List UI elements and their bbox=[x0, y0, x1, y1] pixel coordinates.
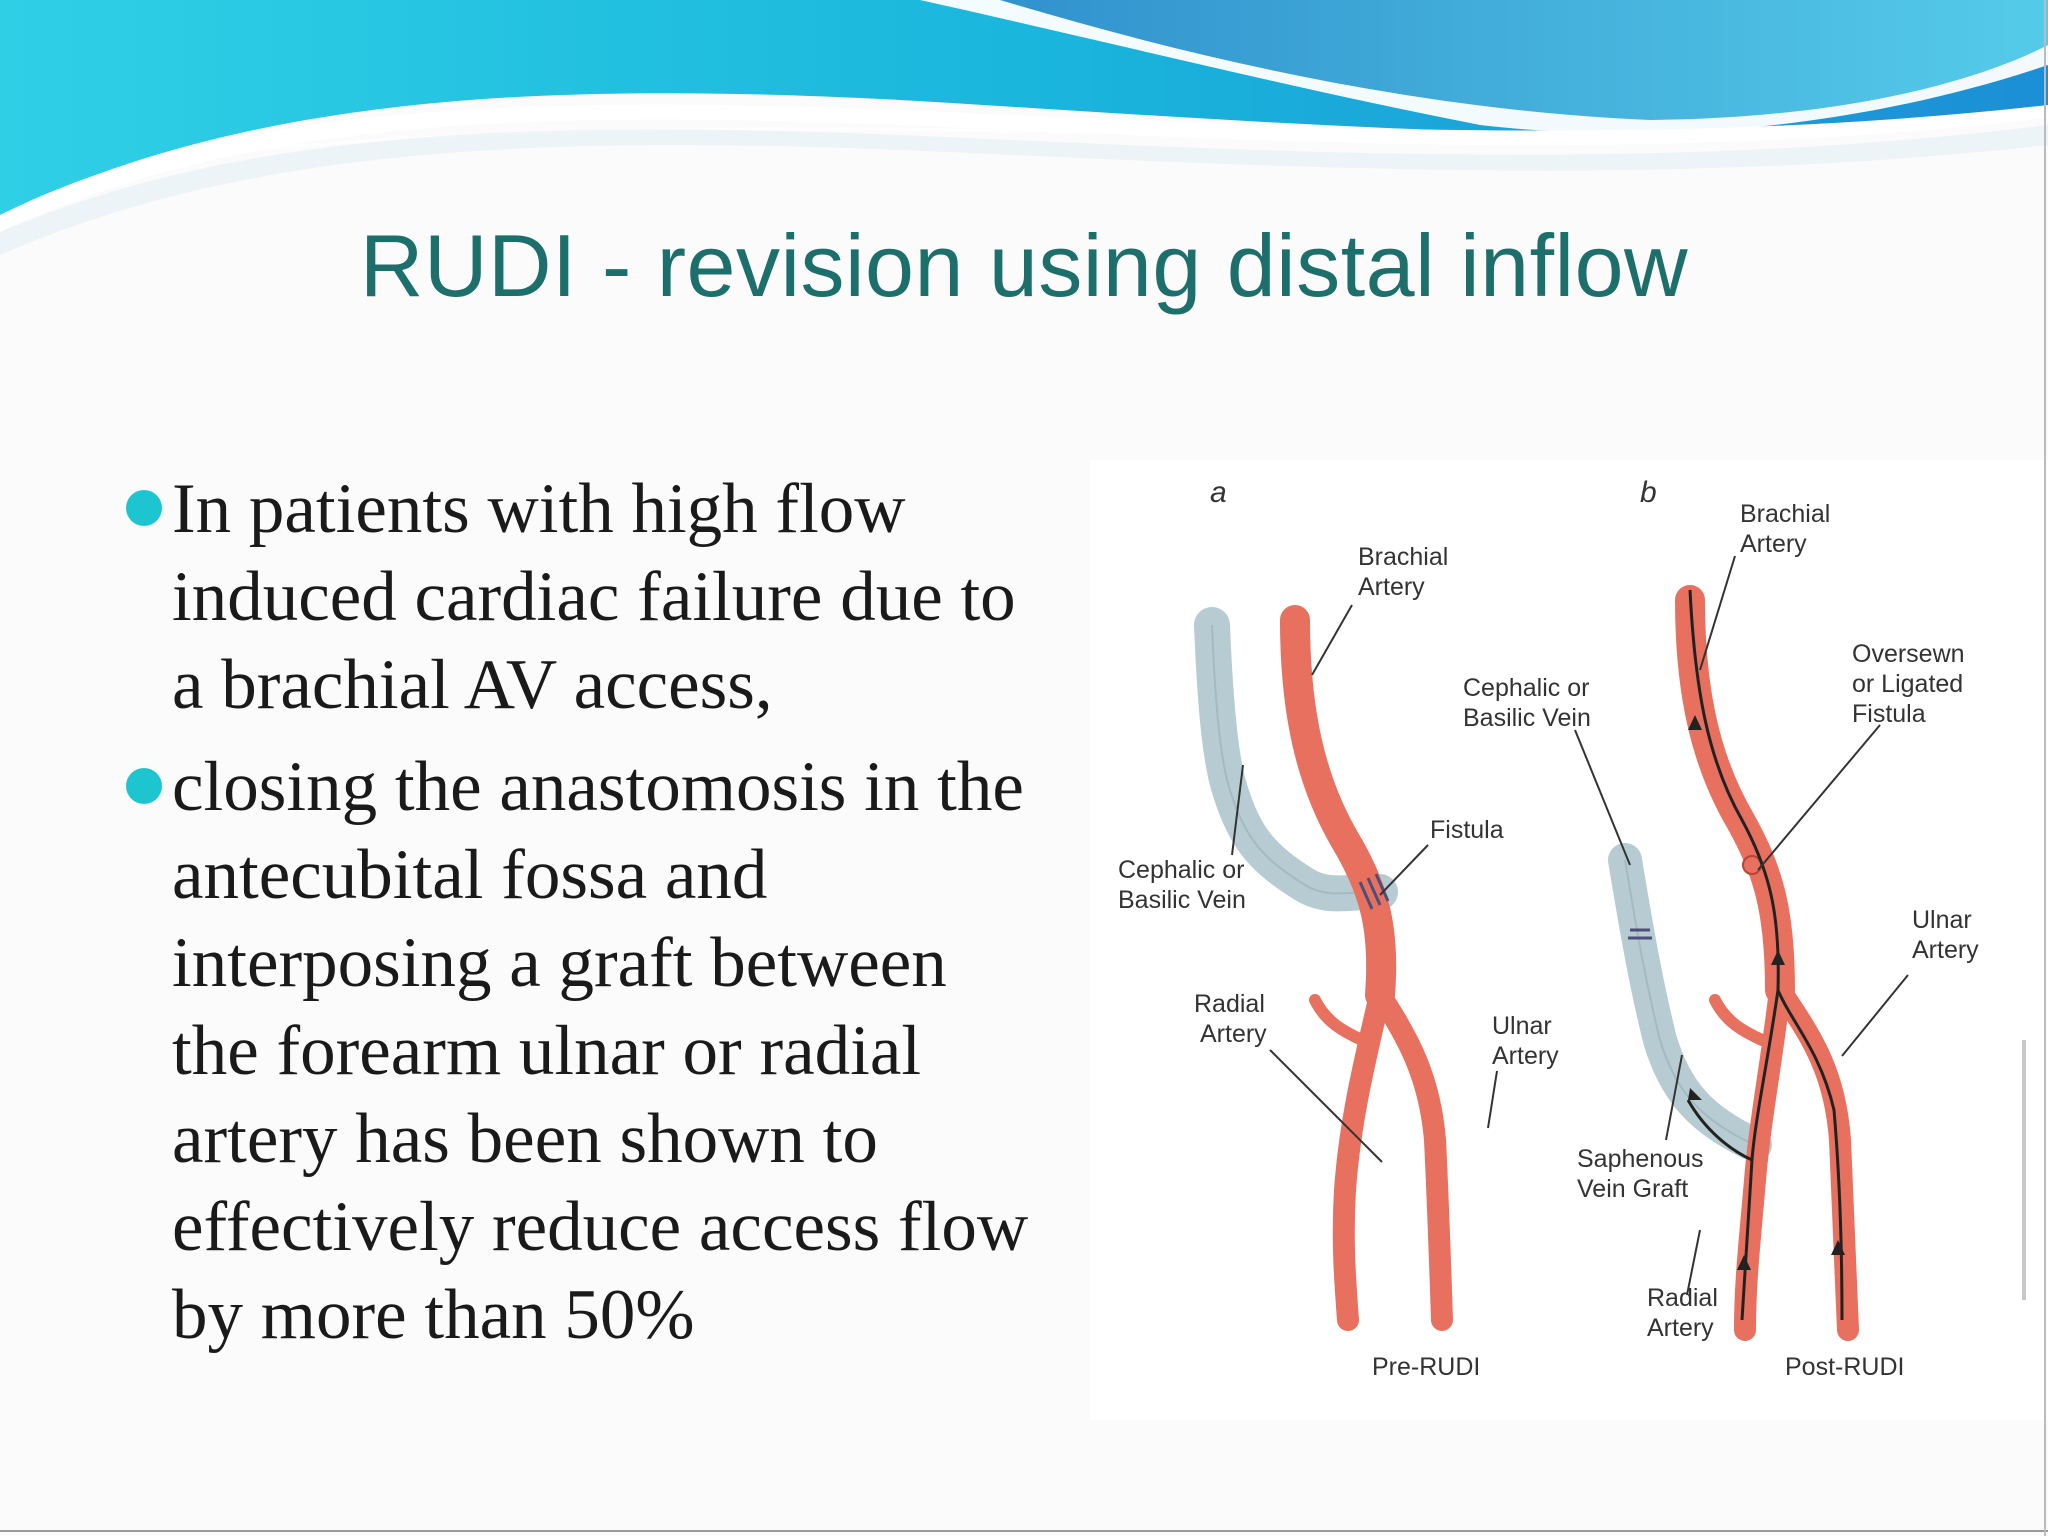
label-ulnar-a-2: Artery bbox=[1492, 1042, 1559, 1070]
label-radial-b: Radial bbox=[1647, 1284, 1718, 1312]
panel-b-leaders bbox=[1574, 555, 1909, 1296]
label-ulnar-b: Ulnar bbox=[1912, 906, 1972, 934]
slide-right-border bbox=[2044, 0, 2046, 1536]
label-brachial-a: Brachial bbox=[1358, 543, 1448, 571]
label-vein-a: Cephalic or bbox=[1118, 856, 1244, 884]
label-saphenous-2: Vein Graft bbox=[1577, 1175, 1688, 1203]
header-wave-decoration bbox=[0, 0, 2048, 260]
label-radial-b-2: Artery bbox=[1647, 1314, 1714, 1342]
rudi-illustration: a b Brachial Artery Cephalic or Basilic … bbox=[1090, 460, 2048, 1420]
label-brachial-b-2: Artery bbox=[1740, 530, 1807, 558]
label-radial-a-2: Artery bbox=[1200, 1020, 1267, 1048]
label-saphenous: Saphenous bbox=[1577, 1145, 1704, 1173]
label-vein-b-2: Basilic Vein bbox=[1463, 704, 1591, 732]
slide-title: RUDI - revision using distal inflow bbox=[359, 216, 1689, 315]
label-brachial-a-2: Artery bbox=[1358, 573, 1425, 601]
bullet-text: closing the anastomosis in the antecubit… bbox=[172, 748, 1029, 1354]
label-fistula: Fistula bbox=[1430, 816, 1504, 844]
bullet-item: In patients with high flow induced cardi… bbox=[120, 465, 1050, 729]
ulnar-artery-b bbox=[1769, 979, 1859, 1341]
label-ulnar-a: Ulnar bbox=[1492, 1012, 1552, 1040]
label-oversewn-3: Fistula bbox=[1852, 700, 1926, 728]
radial-artery-a bbox=[1332, 984, 1391, 1331]
bullet-dot-icon bbox=[126, 768, 162, 804]
caption-post-rudi: Post-RUDI bbox=[1785, 1353, 1904, 1381]
copyright-vertical bbox=[2022, 1040, 2026, 1300]
label-radial-a: Radial bbox=[1194, 990, 1265, 1018]
label-vein-b: Cephalic or bbox=[1463, 674, 1589, 702]
panel-a-letter: a bbox=[1210, 476, 1227, 509]
label-vein-a-2: Basilic Vein bbox=[1118, 886, 1246, 914]
brachial-artery-a bbox=[1280, 605, 1397, 1010]
diagram-labels: a b Brachial Artery Cephalic or Basilic … bbox=[1118, 476, 2026, 1381]
rudi-diagram bbox=[1194, 555, 1909, 1341]
bullet-item: closing the anastomosis in the antecubit… bbox=[120, 743, 1050, 1359]
label-oversewn: Oversewn bbox=[1852, 640, 1965, 668]
label-oversewn-2: or Ligated bbox=[1852, 670, 1963, 698]
caption-pre-rudi: Pre-RUDI bbox=[1372, 1353, 1480, 1381]
label-ulnar-b-2: Artery bbox=[1912, 936, 1979, 964]
bullet-text: In patients with high flow induced cardi… bbox=[172, 470, 1016, 724]
slide-bottom-border bbox=[0, 1530, 2048, 1532]
label-brachial-b: Brachial bbox=[1740, 500, 1830, 528]
panel-a-leaders bbox=[1231, 604, 1498, 1163]
bullet-list: In patients with high flow induced cardi… bbox=[120, 465, 1050, 1373]
radial-artery-b bbox=[1734, 979, 1791, 1341]
bullet-dot-icon bbox=[126, 490, 162, 526]
panel-b-letter: b bbox=[1640, 476, 1657, 509]
ulnar-artery-a bbox=[1369, 984, 1453, 1331]
panel-b-drawing bbox=[1608, 585, 1859, 1341]
panel-a-drawing bbox=[1194, 605, 1453, 1331]
